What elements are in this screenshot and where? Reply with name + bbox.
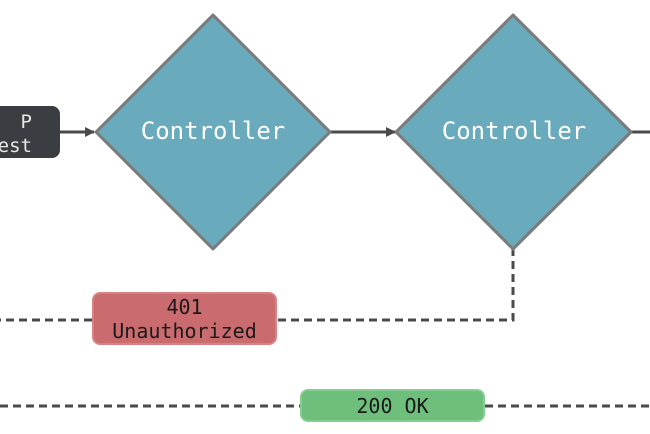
ok-node: 200 OK — [300, 389, 485, 422]
controller-2-diamond — [394, 13, 633, 251]
ok-label: 200 OK — [356, 393, 429, 418]
controller-1-label: Controller — [141, 117, 286, 145]
controller-1-diamond — [94, 13, 332, 251]
unauthorized-node: 401 Unauthorized — [92, 292, 277, 345]
http-request-label-line-1: P — [20, 111, 32, 133]
unauthorized-text: Unauthorized — [112, 318, 257, 343]
controller-2-node: Controller — [394, 13, 633, 251]
http-request-label-line-2: est — [0, 135, 32, 157]
dashed-controller-2-to-unauthorized — [277, 248, 515, 322]
http-request-node: P est — [0, 106, 60, 158]
controller-2-label: Controller — [442, 117, 587, 145]
controller-1-node: Controller — [94, 13, 332, 251]
unauthorized-code: 401 — [166, 294, 203, 319]
